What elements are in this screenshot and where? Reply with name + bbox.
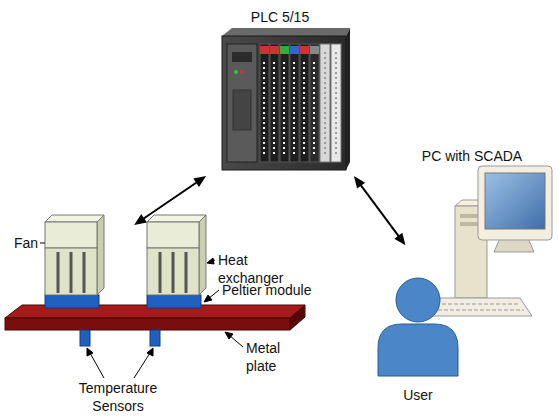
ps-face xyxy=(233,90,251,130)
ps-led xyxy=(234,70,238,74)
leader-lines xyxy=(40,243,243,378)
power-supply xyxy=(227,44,257,162)
computer xyxy=(428,166,552,316)
module-tag xyxy=(270,46,279,54)
arrow-head xyxy=(134,214,147,225)
fan-box xyxy=(147,222,199,248)
pc-label: PC with SCADA xyxy=(402,148,542,166)
metal-plate-front xyxy=(5,318,290,330)
plc-rack xyxy=(222,28,350,170)
leader-head xyxy=(147,348,153,356)
rack-top xyxy=(222,28,350,36)
ps-panel xyxy=(232,52,252,62)
peltier-module xyxy=(147,295,201,308)
part-label: Metal plate xyxy=(246,340,312,375)
module-tag xyxy=(310,46,319,54)
part-label: Heat exchanger xyxy=(218,252,312,287)
unit-side xyxy=(199,215,206,295)
part-label: Temperature Sensors xyxy=(68,380,168,415)
plc-label: PLC 5/15 xyxy=(196,9,364,27)
part-label: Fan xyxy=(14,235,40,253)
unit-top xyxy=(147,215,206,222)
plant-assembly: FanHeat exchangerPeltier moduleMetal pla… xyxy=(0,225,312,419)
fins xyxy=(58,252,84,293)
part-label: Peltier module xyxy=(222,282,312,300)
keyboard-keys xyxy=(438,304,524,310)
unit-side xyxy=(97,215,104,295)
fan-box xyxy=(45,222,97,248)
leader-head xyxy=(204,295,212,302)
user-icon xyxy=(378,278,458,376)
leader-head xyxy=(225,332,233,339)
unit-top xyxy=(45,215,104,222)
module-tag xyxy=(280,46,289,54)
metal-plate-side xyxy=(290,305,305,330)
rack-side xyxy=(346,28,350,170)
connector-arrow xyxy=(141,181,200,221)
temperature-sensor xyxy=(80,330,90,346)
leader-head xyxy=(87,348,93,356)
peltier-module xyxy=(45,295,99,308)
monitor xyxy=(478,166,552,240)
user-head xyxy=(396,278,440,322)
rack-body xyxy=(222,36,346,170)
module-tag xyxy=(260,46,269,54)
monitor-screen xyxy=(485,173,545,229)
ps-led xyxy=(240,70,244,74)
terminal-rows xyxy=(264,62,314,154)
leader-line xyxy=(134,353,150,378)
user-label: User xyxy=(388,387,448,405)
arrow-head xyxy=(354,176,365,189)
user-body xyxy=(378,324,458,376)
arrow-head xyxy=(394,233,405,246)
terminal-rows xyxy=(325,52,336,154)
heat-sink xyxy=(45,248,97,295)
leader-line xyxy=(40,243,45,244)
plc-unit: PLC 5/15 xyxy=(196,4,364,176)
fan-exchanger xyxy=(147,215,206,295)
connector-arrow xyxy=(359,182,401,238)
fan-exchanger xyxy=(45,215,104,295)
io-modules xyxy=(260,44,341,162)
heat-sink xyxy=(147,248,199,295)
temperature-sensor xyxy=(150,330,160,346)
scada-station: PC with SCADA User xyxy=(372,140,558,410)
module-tag xyxy=(300,46,309,54)
arrow-head xyxy=(193,176,206,187)
leader-line xyxy=(90,353,104,378)
fins xyxy=(160,252,186,293)
leader-head xyxy=(207,258,214,264)
module-tag xyxy=(290,46,299,54)
keyboard xyxy=(428,298,532,316)
